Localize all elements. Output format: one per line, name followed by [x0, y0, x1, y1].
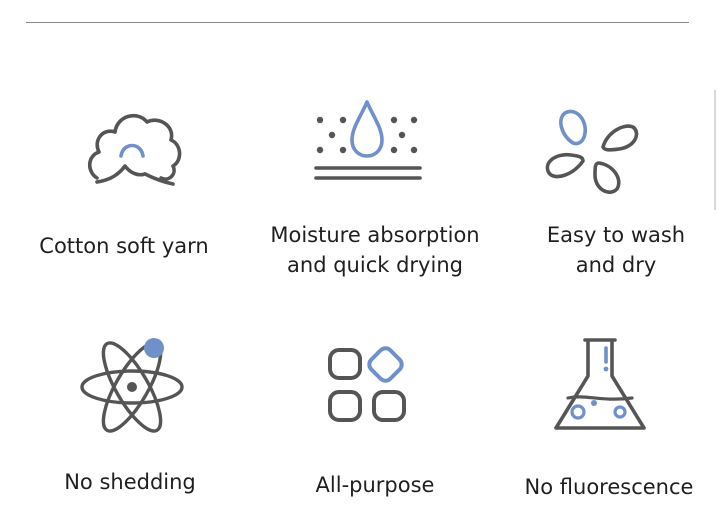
flask-icon [554, 338, 646, 430]
top-divider [26, 22, 689, 23]
feature-label: Moisture absorption and quick drying [270, 223, 480, 277]
water-drop-fabric-icon [314, 100, 422, 180]
edge-line [714, 90, 716, 210]
feature-label: All-purpose [315, 473, 435, 497]
fan-icon [545, 109, 639, 194]
feature-label: No shedding [64, 470, 196, 494]
feature-label: Cotton soft yarn [39, 234, 209, 258]
feature-label: No fluorescence [524, 475, 694, 499]
cotton-icon [87, 113, 182, 186]
atom-icon [80, 338, 184, 433]
app-grid-icon [328, 346, 406, 422]
feature-label: Easy to wash and dry [546, 223, 686, 277]
